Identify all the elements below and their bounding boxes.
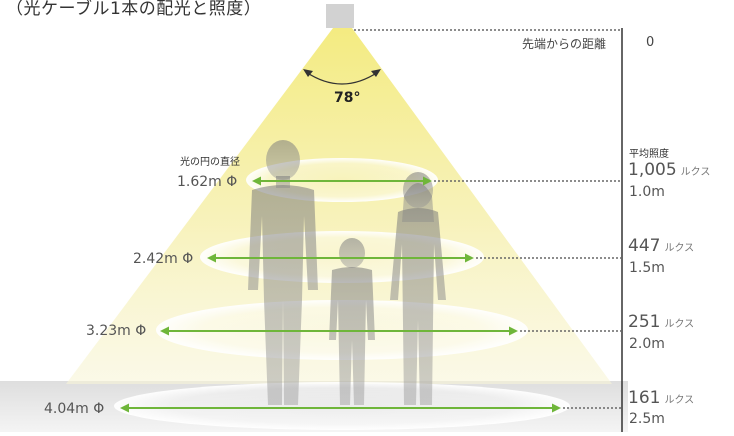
arrowhead-left-4 bbox=[120, 403, 129, 413]
light-circle-4 bbox=[114, 382, 570, 430]
arrowhead-right-3 bbox=[509, 326, 518, 336]
arrowhead-right-1 bbox=[423, 176, 432, 186]
distance-header: 先端からの距離 bbox=[522, 37, 607, 51]
illuminance-header: 平均照度 bbox=[629, 149, 669, 160]
lux-value-3: 251 bbox=[628, 312, 661, 332]
diameter-arrows bbox=[120, 176, 622, 413]
distance-value-1: 1.0m bbox=[629, 184, 665, 200]
adult-silhouette bbox=[248, 140, 318, 405]
page-title: （光ケーブル1本の配光と照度） bbox=[6, 0, 262, 19]
diameter-label-2: 2.42m Φ bbox=[133, 251, 194, 267]
angle-arrow-left bbox=[303, 69, 313, 77]
beam-angle-label: 78° bbox=[334, 90, 361, 106]
child-silhouette bbox=[329, 238, 375, 405]
arrowhead-left-1 bbox=[252, 176, 261, 186]
lux-value-1: 1,005 bbox=[628, 160, 677, 180]
distance-value-3: 2.0m bbox=[629, 336, 665, 352]
lux-unit-2: ルクス bbox=[664, 243, 695, 254]
diameter-header: 光の円の直径 bbox=[180, 157, 240, 168]
lux-value-4: 161 bbox=[628, 388, 661, 408]
lux-unit-1: ルクス bbox=[680, 167, 711, 178]
distance-origin: 0 bbox=[646, 35, 655, 50]
lux-unit-4: ルクス bbox=[664, 395, 695, 406]
angle-arc bbox=[305, 71, 379, 85]
diameter-label-1: 1.62m Φ bbox=[177, 174, 238, 190]
arrowhead-right-4 bbox=[552, 403, 561, 413]
light-source bbox=[326, 4, 354, 28]
angle-arrow-right bbox=[371, 69, 381, 77]
lux-value-2: 447 bbox=[628, 236, 661, 256]
diameter-label-4: 4.04m Φ bbox=[44, 401, 105, 417]
arrowhead-left-3 bbox=[160, 326, 169, 336]
diameter-label-3: 3.23m Φ bbox=[86, 323, 147, 339]
lux-unit-3: ルクス bbox=[664, 319, 695, 330]
arrowhead-left-2 bbox=[207, 253, 216, 263]
arrowhead-right-2 bbox=[465, 253, 474, 263]
distance-value-2: 1.5m bbox=[629, 260, 665, 276]
distance-value-4: 2.5m bbox=[629, 411, 665, 427]
light-cone bbox=[66, 28, 612, 384]
